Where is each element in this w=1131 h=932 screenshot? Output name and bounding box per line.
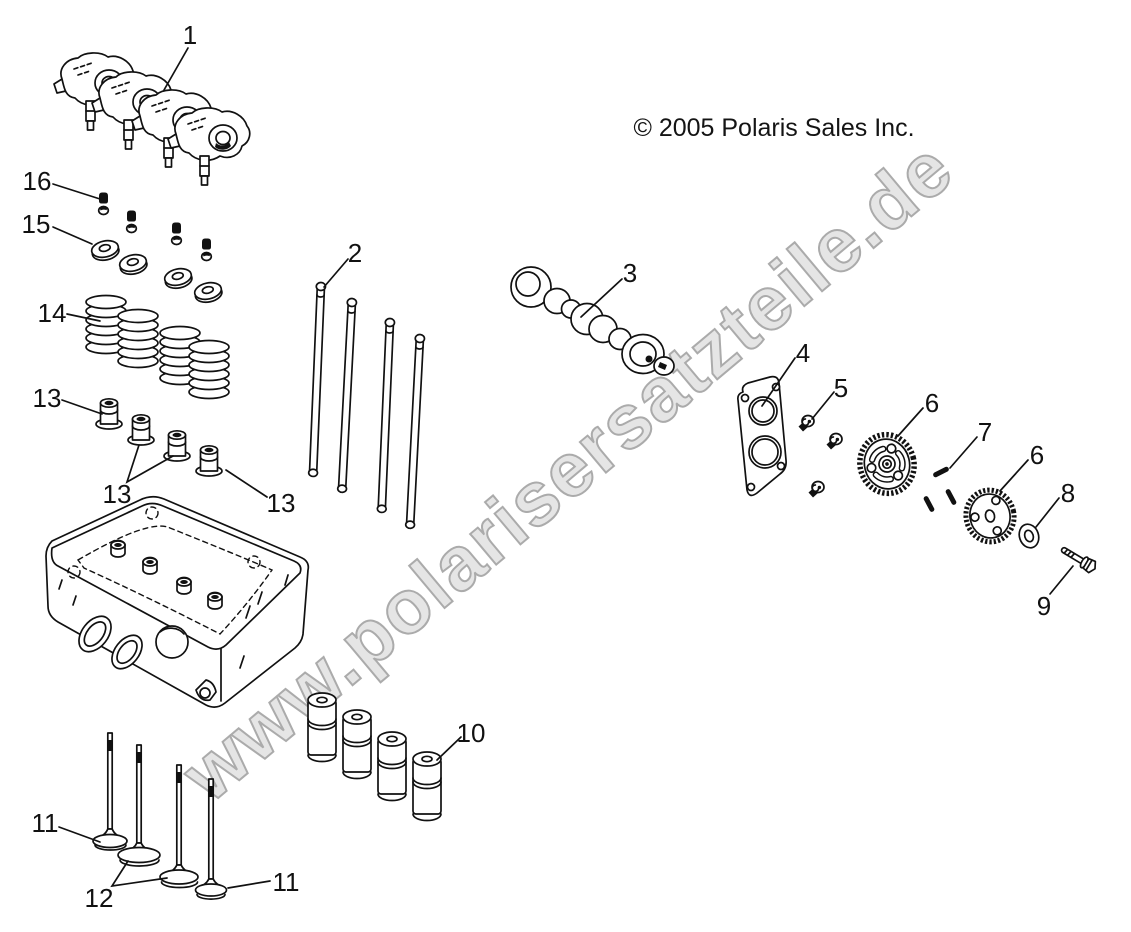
- callout-4: 4: [796, 338, 810, 368]
- callout-7: 7: [978, 417, 992, 447]
- callout-labels: 1 16 15 14 13 13 13 2 3 4 5 6 7 6 8 9 10…: [22, 20, 1076, 913]
- callout-1: 1: [183, 20, 197, 50]
- cylinder-head: [45, 495, 310, 708]
- callout-13-c: 13: [267, 488, 296, 518]
- callout-10: 10: [457, 718, 486, 748]
- callout-6-a: 6: [925, 388, 939, 418]
- callout-12: 12: [85, 883, 114, 913]
- push-rods: [307, 281, 426, 530]
- callout-3: 3: [623, 258, 637, 288]
- callout-16: 16: [23, 166, 52, 196]
- callout-6-b: 6: [1030, 440, 1044, 470]
- callout-5: 5: [834, 373, 848, 403]
- mounting-screws: [797, 414, 843, 499]
- callout-13-a: 13: [33, 383, 62, 413]
- tappets: [307, 692, 442, 822]
- watermark-text: www.polarisersatzteile.de: [166, 125, 969, 818]
- callout-11-a: 11: [32, 808, 59, 838]
- cam-gear-slotted: [857, 431, 917, 497]
- callout-9: 9: [1037, 591, 1051, 621]
- washer: [1018, 523, 1040, 549]
- dowel-pins: [923, 466, 957, 512]
- callout-11-b: 11: [273, 867, 300, 897]
- valve-guide-towers: [110, 539, 223, 610]
- callout-2: 2: [348, 238, 362, 268]
- leader-lines: [52, 47, 1074, 889]
- callout-15: 15: [22, 209, 51, 239]
- valve-springs: [85, 294, 230, 400]
- rocker-arm-assembly: [53, 52, 251, 186]
- callout-8: 8: [1061, 478, 1075, 508]
- flange-bolt: [1060, 546, 1097, 574]
- callout-14: 14: [38, 298, 67, 328]
- cam-gear-plain: [963, 487, 1017, 545]
- cam-plate-gasket: [737, 375, 787, 497]
- callout-13-b: 13: [103, 479, 132, 509]
- valves: [92, 732, 228, 900]
- exhaust-valve-2: [194, 778, 228, 900]
- intake-valve-2: [159, 764, 199, 889]
- camshaft: [510, 266, 675, 376]
- exhaust-valve-1: [92, 732, 128, 851]
- intake-valve-1: [117, 744, 161, 867]
- copyright-text: © 2005 Polaris Sales Inc.: [633, 114, 914, 142]
